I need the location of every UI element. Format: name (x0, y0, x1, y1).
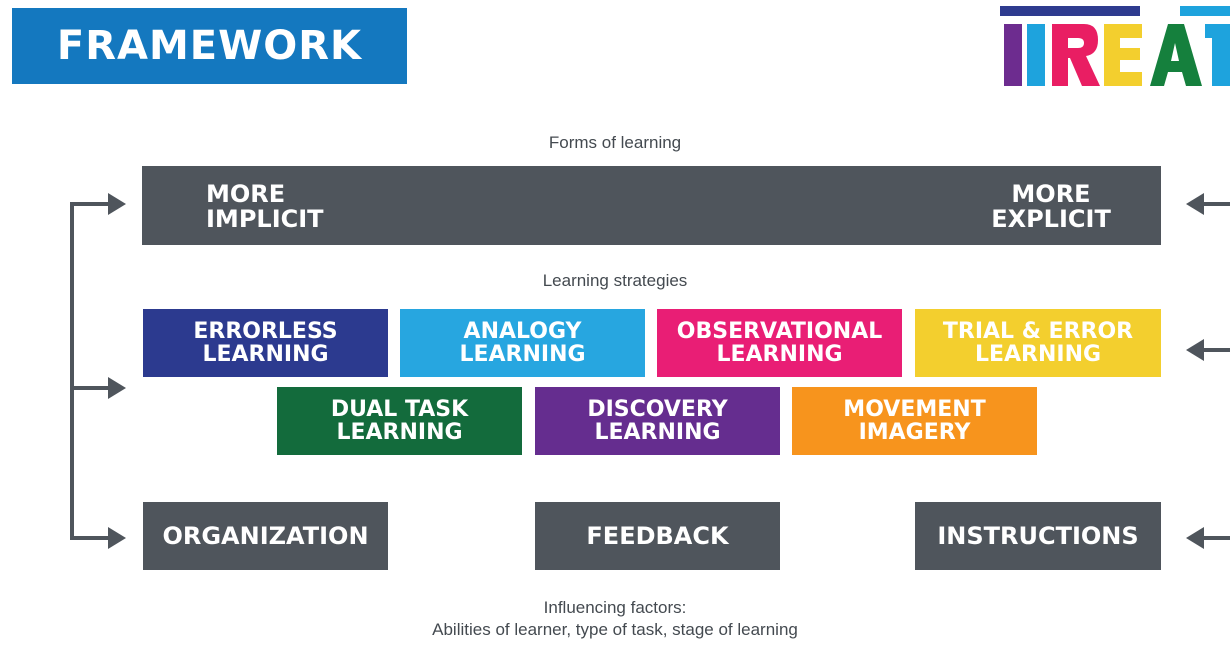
arrow-left-forms (1186, 193, 1204, 215)
forms-band (142, 166, 1161, 245)
strategy-movement-imagery: MOVEMENT IMAGERY (792, 387, 1037, 455)
factor-instructions: INSTRUCTIONS (915, 502, 1161, 570)
strategy-discovery-learning: DISCOVERY LEARNING (535, 387, 780, 455)
arrow-left-instructions (1186, 527, 1204, 549)
more-explicit-label: MORE EXPLICIT (991, 180, 1111, 233)
page-title-box: FRAMEWORK (12, 8, 407, 84)
treat-logo (1000, 6, 1230, 86)
right-arrow-lines (1200, 202, 1230, 540)
arrow-right-forms (108, 193, 126, 215)
more-implicit-label: MORE IMPLICIT (206, 180, 324, 233)
left-bracket-line (70, 202, 112, 540)
arrow-left-strategies (1186, 339, 1204, 361)
factor-organization: ORGANIZATION (143, 502, 388, 570)
arrow-right-organization (108, 527, 126, 549)
factor-feedback: FEEDBACK (535, 502, 780, 570)
strategy-trial-error-learning: TRIAL & ERROR LEARNING (915, 309, 1161, 377)
strategy-observational-learning: OBSERVATIONAL LEARNING (657, 309, 902, 377)
strategies-caption: Learning strategies (542, 271, 688, 290)
strategy-errorless-learning: ERRORLESS LEARNING (143, 309, 388, 377)
strategy-analogy-learning: ANALOGY LEARNING (400, 309, 645, 377)
strategy-dual-task-learning: DUAL TASK LEARNING (277, 387, 522, 455)
forms-caption: Forms of learning (548, 133, 682, 152)
arrow-right-strategies (108, 377, 126, 399)
page-title: FRAMEWORK (56, 23, 363, 69)
influencing-title: Influencing factors: (543, 598, 687, 617)
influencing-details: Abilities of learner, type of task, stag… (432, 620, 798, 639)
